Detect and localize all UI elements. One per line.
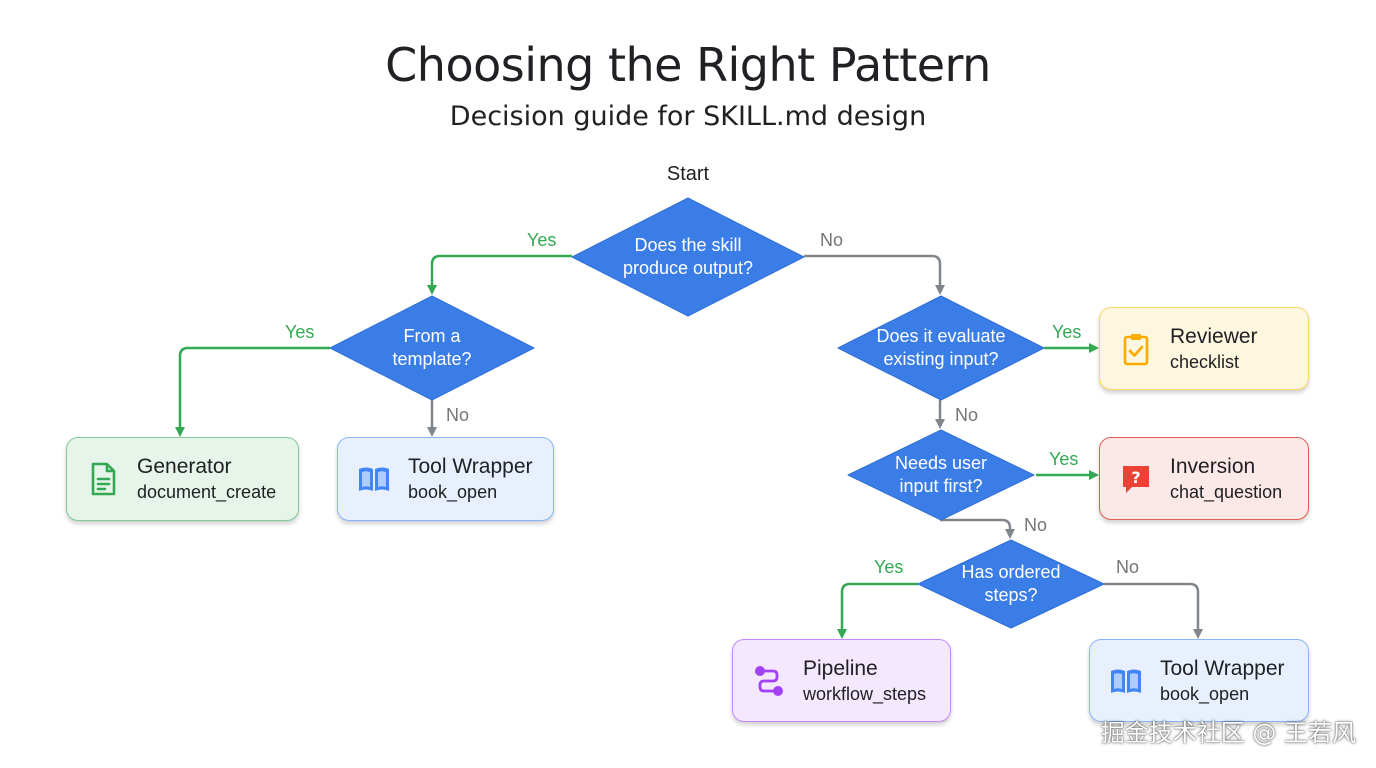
outcome-tool-wrapper-right: Tool Wrapper book_open	[1089, 639, 1309, 722]
edge-label-evaluate-yes: Yes	[1052, 322, 1082, 342]
decision-evaluate-input: Does it evaluate existing input?	[836, 294, 1046, 402]
outcome-tool-wrapper-left-icon-label: book_open	[408, 482, 498, 502]
outcome-tool-wrapper-right-name: Tool Wrapper	[1160, 656, 1285, 680]
decision-from-template: From a template?	[328, 294, 536, 402]
decision-user-input-first-text: Needs user input first?	[894, 453, 988, 496]
diagram-subtitle: Decision guide for SKILL.md design	[449, 101, 927, 132]
decision-produce-output-text: Does the skill produce output?	[622, 235, 754, 278]
outcome-inversion-icon-label: chat_question	[1170, 481, 1283, 502]
edge-produce-no	[804, 254, 945, 295]
outcome-inversion-name: Inversion	[1170, 454, 1256, 478]
edge-steps-no	[1104, 582, 1203, 639]
decision-evaluate-input-text: Does it evaluate existing input?	[876, 326, 1006, 369]
outcome-reviewer-name: Reviewer	[1170, 324, 1258, 348]
outcome-generator-name: Generator	[137, 455, 232, 478]
edge-label-steps-no: No	[1116, 557, 1140, 577]
outcome-pipeline: Pipeline workflow_steps	[732, 639, 951, 722]
edge-label-template-yes: Yes	[285, 322, 315, 342]
outcome-generator-icon-label: document_create	[137, 482, 277, 502]
checklist-icon	[1123, 333, 1149, 365]
chat-question-icon: ?	[1123, 465, 1149, 493]
outcome-generator: Generator document_create	[66, 437, 299, 521]
decision-ordered-steps-text: Has ordered steps?	[961, 562, 1061, 605]
outcome-tool-wrapper-right-icon-label: book_open	[1160, 683, 1250, 704]
edge-label-steps-yes: Yes	[874, 557, 904, 577]
decision-from-template-text: From a template?	[392, 326, 472, 369]
decision-produce-output: Does the skill produce output?	[570, 196, 806, 318]
book-open-icon	[1111, 669, 1141, 693]
outcome-reviewer-icon-label: checklist	[1170, 351, 1240, 372]
outcome-tool-wrapper-left: Tool Wrapper book_open	[337, 437, 554, 521]
outcome-pipeline-icon-label: workflow_steps	[803, 683, 927, 704]
document-icon	[91, 462, 116, 496]
start-label: Start	[666, 163, 710, 185]
outcome-reviewer: Reviewer checklist	[1099, 307, 1309, 390]
edge-label-produce-yes: Yes	[527, 230, 557, 250]
edge-template-yes	[175, 346, 330, 437]
edge-label-user-input-no: No	[1024, 515, 1048, 535]
edge-user-input-no	[940, 518, 1015, 539]
svg-text:?: ?	[1131, 468, 1140, 487]
edge-label-evaluate-no: No	[955, 405, 979, 425]
outcome-inversion: ? Inversion chat_question	[1099, 437, 1309, 520]
edge-produce-yes	[427, 254, 572, 295]
diagram-title: Choosing the Right Pattern	[385, 38, 991, 92]
book-open-icon	[359, 467, 389, 491]
edge-label-produce-no: No	[820, 230, 844, 250]
edge-label-template-no: No	[446, 405, 470, 425]
edge-label-user-input-yes: Yes	[1049, 449, 1079, 469]
workflow-steps-icon	[755, 665, 783, 696]
outcome-pipeline-name: Pipeline	[803, 656, 878, 680]
edge-steps-yes	[837, 582, 918, 639]
watermark: 掘金技术社区 @ 王若风	[1100, 719, 1356, 747]
decision-ordered-steps: Has ordered steps?	[916, 538, 1106, 630]
decision-user-input-first: Needs user input first?	[846, 428, 1036, 522]
outcome-tool-wrapper-left-name: Tool Wrapper	[408, 455, 533, 478]
